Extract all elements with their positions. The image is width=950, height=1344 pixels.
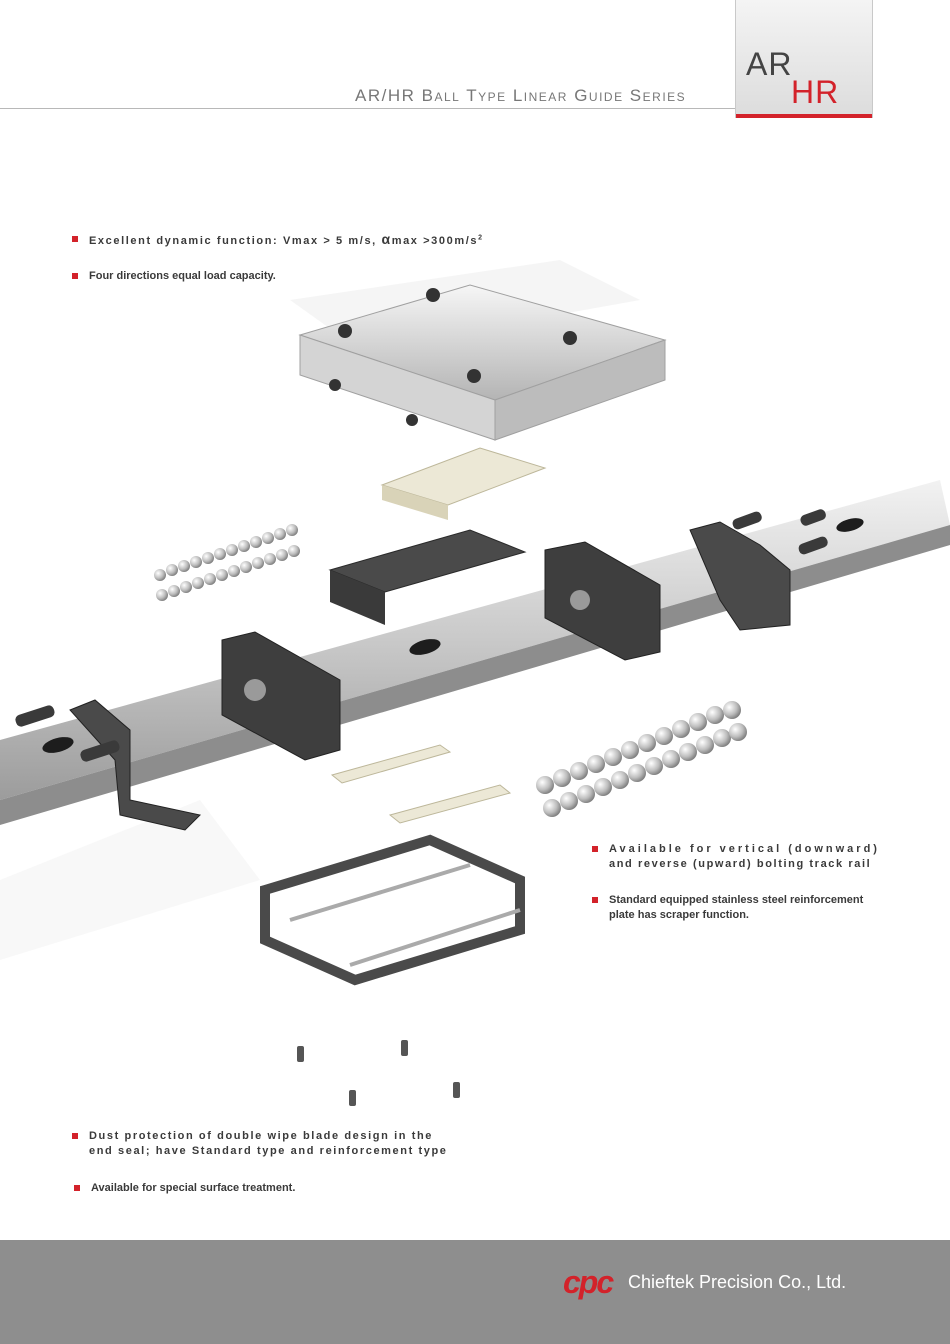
end-cap-left bbox=[221, 631, 341, 761]
bullet-square-icon bbox=[74, 1185, 80, 1191]
bullet-square-icon bbox=[72, 1133, 78, 1139]
feature-reinforcement: Standard equipped stainless steel reinfo… bbox=[592, 893, 864, 923]
feature-load-text: Four directions equal load capacity. bbox=[89, 270, 276, 282]
feature-reinforcement-line1: Standard equipped stainless steel reinfo… bbox=[609, 894, 864, 906]
retainer-frame bbox=[260, 834, 525, 986]
feature-reinforcement-line2: plate has scraper function. bbox=[609, 909, 749, 921]
bullet-square-icon bbox=[72, 273, 78, 279]
badge-ar-text: AR bbox=[746, 46, 793, 82]
cpc-logo: cpc bbox=[563, 1264, 614, 1300]
seal-strips bbox=[330, 744, 512, 824]
feature-surface-treatment: Available for special surface treatment. bbox=[74, 1181, 296, 1196]
header-rule bbox=[0, 108, 735, 109]
badge-hr-text: HR bbox=[791, 74, 840, 110]
feature-bolting-line2: and reverse (upward) bolting track rail bbox=[609, 858, 872, 870]
slider-block bbox=[298, 284, 667, 441]
bullet-square-icon bbox=[592, 846, 598, 852]
alpha-symbol: α bbox=[381, 231, 392, 247]
feature-surface-text: Available for special surface treatment. bbox=[91, 1182, 296, 1194]
end-cap-right bbox=[544, 541, 661, 661]
badge-accent-bar bbox=[736, 114, 872, 118]
feature-bolting: Available for vertical (downward) and re… bbox=[592, 842, 880, 872]
series-title: AR/HR Ball Type Linear Guide Series bbox=[355, 86, 687, 105]
ball-retainer bbox=[380, 447, 547, 520]
reinforcement-plate bbox=[328, 529, 527, 625]
screws bbox=[15, 509, 828, 762]
superscript-two: 2 bbox=[478, 234, 484, 242]
feature-dust-protection: Dust protection of double wipe blade des… bbox=[72, 1129, 448, 1159]
small-screws bbox=[297, 1040, 460, 1106]
feature-dust-line1: Dust protection of double wipe blade des… bbox=[89, 1130, 434, 1142]
feature-bolting-line1: Available for vertical (downward) bbox=[609, 843, 880, 855]
company-name: Chieftek Precision Co., Ltd. bbox=[628, 1272, 847, 1292]
feature-dynamic-tail: max >300m/s bbox=[391, 235, 479, 247]
feature-dynamic: Excellent dynamic function: Vmax > 5 m/s… bbox=[72, 231, 484, 249]
ball-chain-left bbox=[154, 524, 300, 601]
bullet-square-icon bbox=[592, 897, 598, 903]
linear-guide-exploded-illustration bbox=[0, 260, 950, 1106]
footer-band: cpc Chieftek Precision Co., Ltd. bbox=[0, 1240, 950, 1344]
end-seal-left bbox=[69, 699, 202, 831]
series-badge: AR HR bbox=[735, 0, 873, 118]
feature-load: Four directions equal load capacity. bbox=[72, 269, 276, 284]
feature-dust-line2: end seal; have Standard type and reinfor… bbox=[89, 1145, 448, 1157]
feature-dynamic-text: Excellent dynamic function: Vmax > 5 m/s… bbox=[89, 235, 382, 247]
ball-chain-right bbox=[536, 701, 747, 817]
bullet-square-icon bbox=[72, 236, 78, 242]
end-seal-right bbox=[689, 521, 791, 631]
